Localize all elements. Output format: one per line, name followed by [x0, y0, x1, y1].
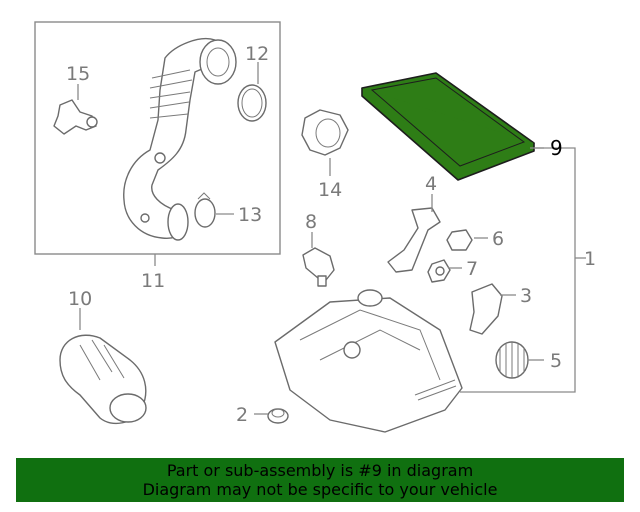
callout-5: 5 [550, 350, 562, 372]
part-13-clamp[interactable] [194, 192, 216, 228]
part-1-air-box[interactable] [274, 289, 463, 433]
callout-1: 1 [584, 248, 596, 270]
banner-line-1: Part or sub-assembly is #9 in diagram [166, 461, 474, 480]
part-10-hose[interactable] [59, 334, 147, 425]
part-15-sensor[interactable] [53, 99, 98, 135]
part-11-intake-duct[interactable] [123, 38, 237, 241]
part-5-filter-element[interactable] [495, 341, 529, 379]
callout-12: 12 [245, 43, 269, 65]
callout-14: 14 [318, 179, 342, 201]
part-14-mass-air-flow-sensor[interactable] [301, 109, 349, 156]
callout-13: 13 [238, 204, 262, 226]
part-2-grommet[interactable] [267, 408, 289, 424]
part-4-bracket[interactable] [387, 207, 441, 273]
leader-lines [77, 62, 586, 415]
banner-line-2: Diagram may not be specific to your vehi… [142, 480, 498, 499]
callout-2: 2 [236, 404, 248, 426]
callout-3: 3 [520, 285, 532, 307]
sub-assembly-box-11 [34, 21, 281, 255]
callout-7: 7 [466, 258, 478, 280]
callout-6: 6 [492, 228, 504, 250]
part-9-air-filter[interactable] [361, 72, 535, 181]
callout-labels: 1 2 3 4 5 6 7 8 9 10 11 12 13 14 15 [66, 43, 596, 426]
callout-10: 10 [68, 288, 92, 310]
part-6-cap[interactable] [446, 229, 473, 251]
callout-15: 15 [66, 63, 90, 85]
part-12-seal-ring[interactable] [237, 84, 267, 122]
callout-4: 4 [425, 173, 437, 195]
callout-11: 11 [141, 270, 165, 292]
part-7-bolt[interactable] [427, 259, 451, 283]
info-banner: Part or sub-assembly is #9 in diagram Di… [16, 458, 624, 502]
part-8-sensor[interactable] [302, 247, 335, 287]
parts-diagram: 1 2 3 4 5 6 7 8 9 10 11 12 13 14 15 [34, 21, 596, 433]
callout-8: 8 [305, 211, 317, 233]
callout-9: 9 [550, 136, 563, 160]
part-3-bracket[interactable] [469, 283, 503, 335]
